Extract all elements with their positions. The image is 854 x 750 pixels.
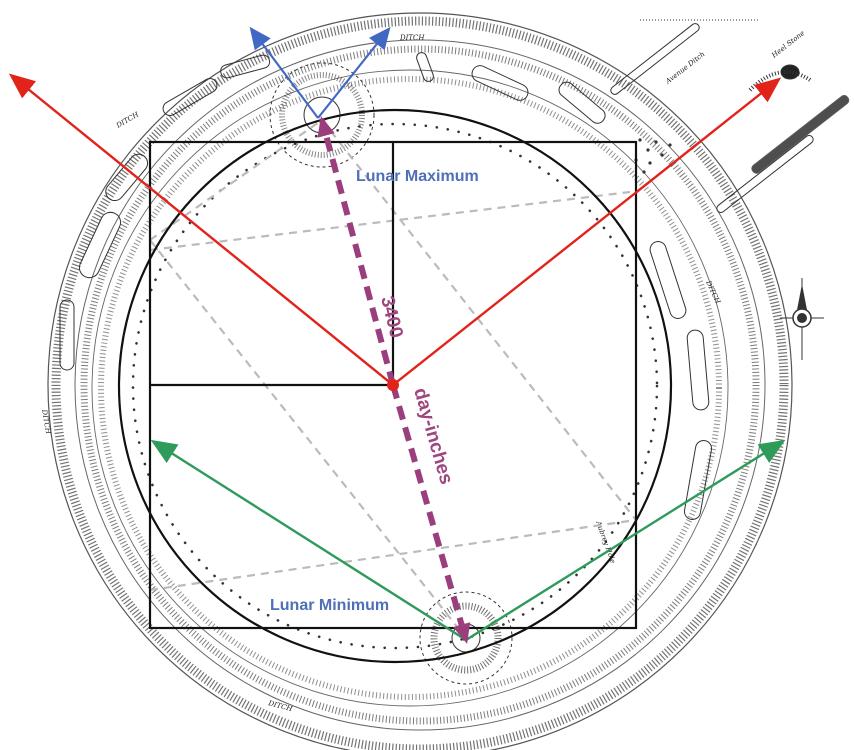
lunar-minimum-label: Lunar Minimum	[270, 597, 389, 614]
ditch-label-upper-left: DITCH	[114, 110, 141, 130]
aubrey-holes-ring	[131, 122, 659, 650]
lunar-min-arrow-left	[150, 439, 467, 642]
inner-bank-ring	[91, 69, 729, 707]
lunar-max-arrow-right	[317, 26, 391, 119]
north-compass-icon	[780, 278, 824, 360]
lunar-max-arrow-left	[249, 26, 319, 119]
ditch-label-top: DITCH	[399, 34, 425, 42]
bank-hatch	[80, 45, 760, 725]
heel-stone-label: Heel Stone	[770, 29, 807, 60]
mounds	[59, 52, 713, 521]
outer-ditch-hatch	[51, 16, 789, 750]
inner-bank-hatch	[98, 76, 722, 700]
lunar-maximum-label: Lunar Maximum	[356, 168, 479, 185]
outer-ditch-ring	[47, 12, 793, 750]
measure-line	[317, 116, 396, 386]
geometry-overlay: Lunar Maximum Lunar Minimum 3400 day-inc…	[8, 26, 786, 664]
center-point	[387, 379, 399, 391]
sarsen-circle	[117, 108, 673, 664]
diagonal-guides	[149, 119, 637, 639]
solstice-arrow-northwest	[8, 73, 394, 386]
plan-labels: DITCH DITCH DITCH DITCH DITCH Avenue Dit…	[40, 29, 806, 713]
bank-ring	[74, 39, 766, 731]
avenue-ditch-label: Avenue Ditch	[664, 50, 707, 86]
ditch-label-bottom: DITCH	[267, 699, 295, 714]
solstice-arrow-northeast	[392, 77, 782, 386]
ditch-label-left: DITCH	[40, 408, 52, 435]
earthwork-plan: DITCH DITCH DITCH DITCH DITCH Avenue Dit…	[40, 12, 850, 750]
measure-line-lower	[390, 384, 471, 644]
lunar-min-arrow-right	[465, 439, 786, 642]
avenue	[610, 19, 850, 213]
north-barrow	[269, 62, 375, 168]
